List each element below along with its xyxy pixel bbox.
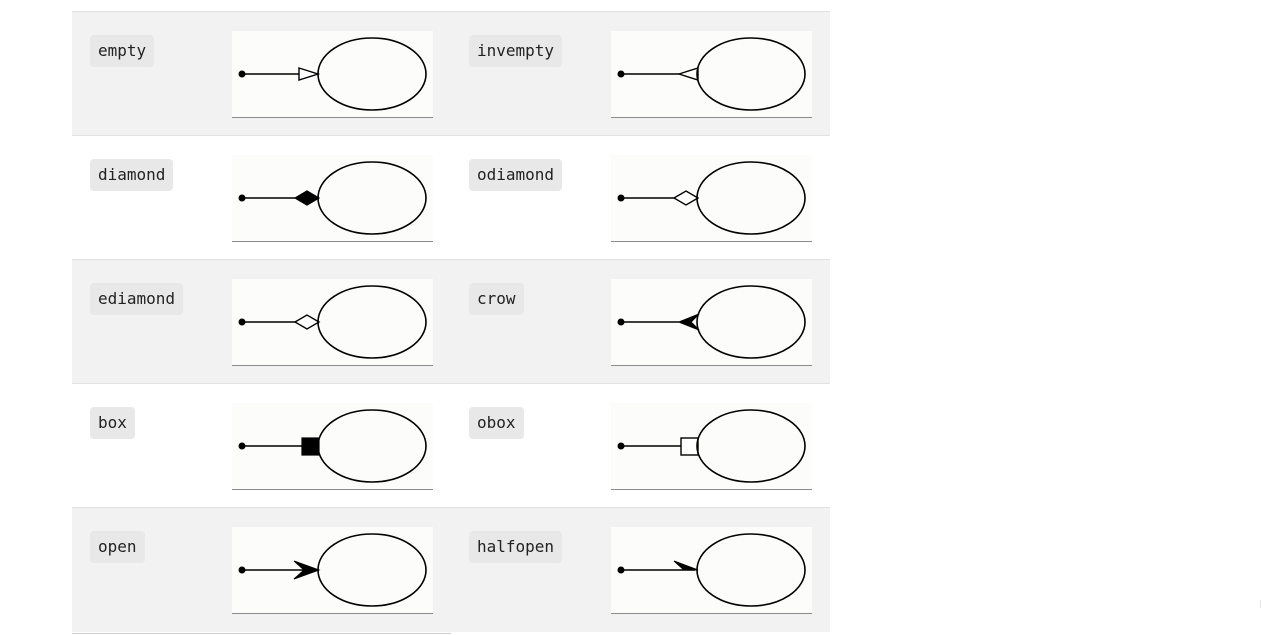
open-arrowhead-icon <box>232 527 433 614</box>
invempty-arrowhead-icon <box>611 31 812 118</box>
arrowhead-name-crow: crow <box>469 283 524 315</box>
odiamond-arrowhead-icon <box>611 155 812 242</box>
arrowhead-name-halfopen: halfopen <box>469 531 563 563</box>
diamond-arrowhead-icon <box>232 155 433 242</box>
table-bottom-rule <box>72 633 451 634</box>
halfopen-arrowhead-icon <box>611 527 812 614</box>
empty-arrowhead-icon <box>232 31 433 118</box>
arrowhead-table: empty invempty diamond <box>72 11 830 632</box>
obox-arrowhead-icon <box>611 403 812 490</box>
box-arrowhead-icon <box>232 403 433 490</box>
scrollbar-edge <box>1260 600 1261 608</box>
arrowhead-name-box: box <box>90 407 135 439</box>
arrowhead-name-odiamond: odiamond <box>469 159 563 191</box>
ediamond-arrowhead-icon <box>232 279 433 366</box>
table-row: box obox <box>72 384 830 508</box>
arrowhead-name-obox: obox <box>469 407 524 439</box>
table-row: open halfopen <box>72 508 830 632</box>
table-row: diamond odiamond <box>72 136 830 260</box>
arrowhead-name-open: open <box>90 531 145 563</box>
table-row: ediamond crow <box>72 260 830 384</box>
arrowhead-name-ediamond: ediamond <box>90 283 184 315</box>
table-row: empty invempty <box>72 12 830 136</box>
crow-arrowhead-icon <box>611 279 812 366</box>
arrowhead-name-diamond: diamond <box>90 159 174 191</box>
arrowhead-name-invempty: invempty <box>469 35 563 67</box>
arrowhead-name-empty: empty <box>90 35 155 67</box>
